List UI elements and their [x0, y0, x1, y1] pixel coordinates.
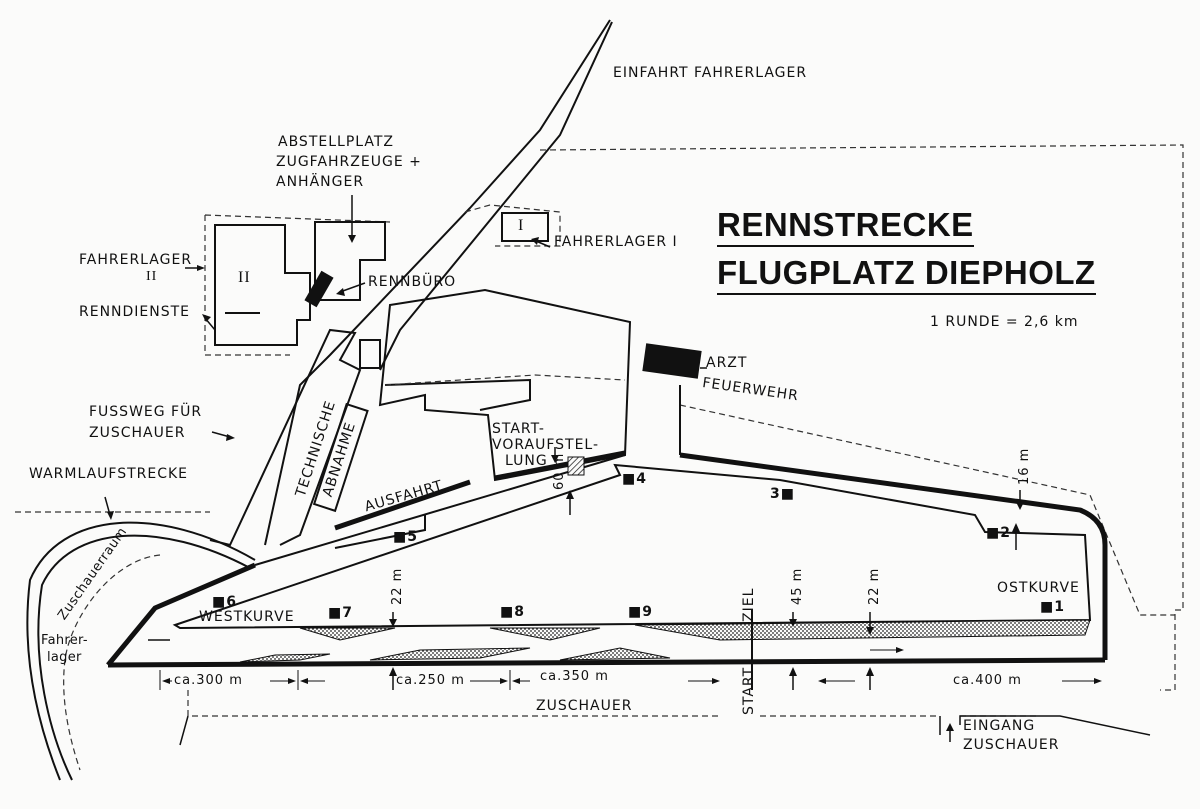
label-fahrerlager-small-1: Fahrer- [41, 633, 88, 648]
tech-inspection-road [209, 328, 362, 547]
distance-250m: ca.250 m [396, 673, 465, 688]
tech-kiosk [359, 339, 381, 369]
fahrerlager-i-building [501, 212, 549, 242]
label-warmlaufstrecke: WARMLAUFSTRECKE [29, 466, 189, 482]
access-road-east [379, 21, 613, 371]
tech-inspection-building [312, 402, 369, 513]
warmup-track [26, 521, 256, 781]
post-2: ■2 [986, 525, 1011, 541]
distance-400m: ca.400 m [953, 673, 1022, 688]
label-start-voraufstellung-2: VORAUFSTEL- [492, 437, 600, 453]
label-fussweg-zuschauer: ZUSCHAUER [89, 425, 186, 441]
width-45-wrap: 45 m [786, 568, 807, 605]
paddock-dashed [384, 374, 626, 386]
width-45m: 45 m [790, 567, 805, 605]
post-5: ■5 [393, 529, 418, 545]
label-zugfahrzeuge: ZUGFAHRZEUGE + [276, 154, 422, 170]
building-i-label: I [518, 217, 525, 234]
label-start-wrap: START [738, 667, 758, 715]
post-3: 3■ [770, 486, 795, 502]
access-road [264, 19, 611, 546]
label-fahrerlager-i: FAHRERLAGER I [554, 234, 678, 250]
circuit-main-north-edge [254, 454, 626, 566]
label-einfahrt-fahrerlager: EINFAHRT FAHRERLAGER [613, 65, 808, 81]
start-grid-hatch [567, 456, 585, 476]
width-22a-wrap: 22 m [386, 568, 407, 605]
lap-length: 1 RUNDE = 2,6 km [930, 314, 1079, 330]
map-title: RENNSTRECKE [717, 207, 974, 247]
label-fahrerlager-ii-numeral: II [146, 269, 158, 284]
label-start-voraufstellung-3: LUNG [505, 453, 548, 469]
fahrerlager-i-boundary [464, 204, 561, 247]
width-16-wrap: 16 m [1013, 448, 1034, 485]
runoff-5 [369, 647, 531, 661]
label-eingang-zuschauer: ZUSCHAUER [963, 737, 1060, 753]
label-ostkurve: OSTKURVE [997, 580, 1080, 596]
label-fahrerlager-ii: FAHRERLAGER [79, 252, 193, 268]
width-22m-west: 22 m [390, 567, 405, 605]
width-22m-east: 22 m [867, 567, 882, 605]
runoff-6 [559, 647, 671, 661]
circuit-west-hairpin [106, 562, 256, 667]
label-rennbuero: RENNBÜRO [368, 274, 457, 290]
warmup-track-inner [37, 534, 251, 781]
label-ziel-wrap: ZIEL [738, 588, 758, 622]
site-boundary-inner [679, 404, 1175, 616]
runoff-2 [489, 627, 601, 641]
label-start-voraufstellung-1: START- [492, 421, 545, 437]
post-9: ■9 [628, 604, 653, 620]
label-fahrerlager-small-2: lager [47, 650, 82, 665]
paddock-inner [384, 378, 531, 411]
post-8: ■8 [500, 604, 525, 620]
circuit-inner-island [172, 463, 1092, 630]
width-60-wrap: 60 m [548, 453, 569, 490]
runoff-4 [239, 653, 331, 663]
width-16m: 16 m [1017, 447, 1032, 485]
label-eingang: EINGANG [963, 718, 1036, 734]
runoff-3 [634, 619, 1091, 641]
spectator-boundary [179, 715, 1151, 746]
label-zuschauer: ZUSCHAUER [536, 698, 633, 714]
width-22b-wrap: 22 m [863, 568, 884, 605]
label-westkurve: WESTKURVE [199, 609, 295, 625]
label-start: START [741, 666, 757, 715]
arzt-building [642, 343, 702, 379]
label-anhaenger: ANHÄNGER [276, 174, 365, 190]
post-1: ■1 [1040, 599, 1065, 615]
fahrerlager-ii-boundary [204, 214, 391, 356]
runoff-1 [299, 627, 396, 641]
circuit-start-edge [494, 450, 626, 481]
label-fussweg: FUSSWEG FÜR [89, 404, 203, 420]
circuit-south-straight [107, 657, 1106, 668]
circuit-outer-north [679, 452, 1108, 660]
circuit-ausfahrt-edge [334, 479, 471, 531]
label-abstellplatz: ABSTELLPLATZ [278, 134, 395, 150]
width-60m: 60 m [552, 452, 567, 490]
paddock-block [378, 288, 632, 482]
distance-300m: ca.300 m [174, 673, 243, 688]
post-6: ■6 [212, 594, 237, 610]
fahrerlager-ii-building [214, 224, 311, 346]
rennbuero-building [304, 270, 334, 308]
post-4: ■4 [622, 471, 647, 487]
post-7: ■7 [328, 605, 353, 621]
site-boundary [539, 144, 1184, 691]
label-arzt: ARZT [706, 355, 748, 371]
label-renndienste: RENNDIENSTE [79, 304, 191, 320]
pit-lane [334, 515, 426, 549]
building-ii-label: II [238, 269, 251, 286]
map-subtitle: FLUGPLATZ DIEPHOLZ [717, 255, 1096, 295]
distance-350m: ca.350 m [540, 669, 609, 684]
spectator-area-dashed [63, 554, 161, 771]
label-ziel: ZIEL [741, 587, 757, 622]
